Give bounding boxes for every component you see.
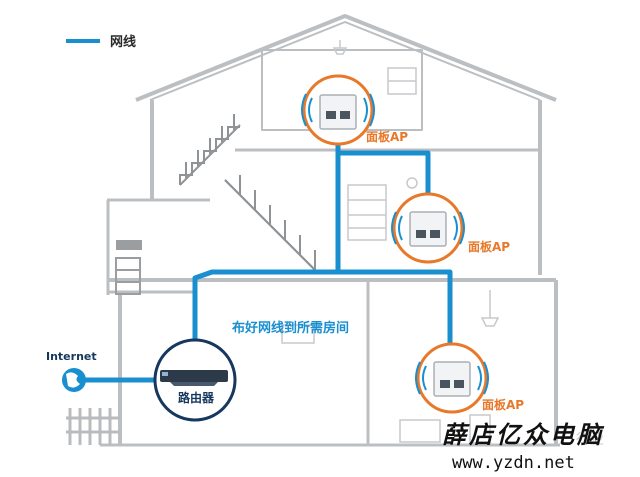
label-router: 路由器	[178, 390, 215, 405]
router	[153, 338, 237, 422]
cable-to-mid-ap	[338, 150, 431, 205]
network-cables	[66, 39, 453, 383]
staircase	[179, 114, 316, 271]
panel-ap-bottom	[415, 342, 489, 414]
cable-router-trunk	[192, 269, 338, 355]
watermark-shop-name: 薛店亿众电脑	[442, 420, 605, 449]
fence	[66, 408, 120, 445]
label-ap-top: 面板AP	[366, 129, 408, 144]
watermark-url: www.yzdn.net	[452, 453, 575, 473]
label-cabling: 布好网线到所需房间	[232, 320, 349, 336]
legend-label: 网线	[110, 34, 136, 50]
furniture	[281, 40, 500, 444]
label-internet: Internet	[46, 350, 97, 363]
cable-to-bottom-ap	[338, 269, 453, 350]
label-ap-bottom: 面板AP	[482, 397, 524, 412]
shelf	[115, 240, 142, 295]
panel-ap-top	[301, 74, 375, 146]
globe-icon	[62, 368, 86, 392]
label-ap-mid: 面板AP	[468, 239, 510, 254]
panel-ap-middle	[391, 192, 465, 264]
watermark-faint: 行业	[576, 432, 604, 448]
